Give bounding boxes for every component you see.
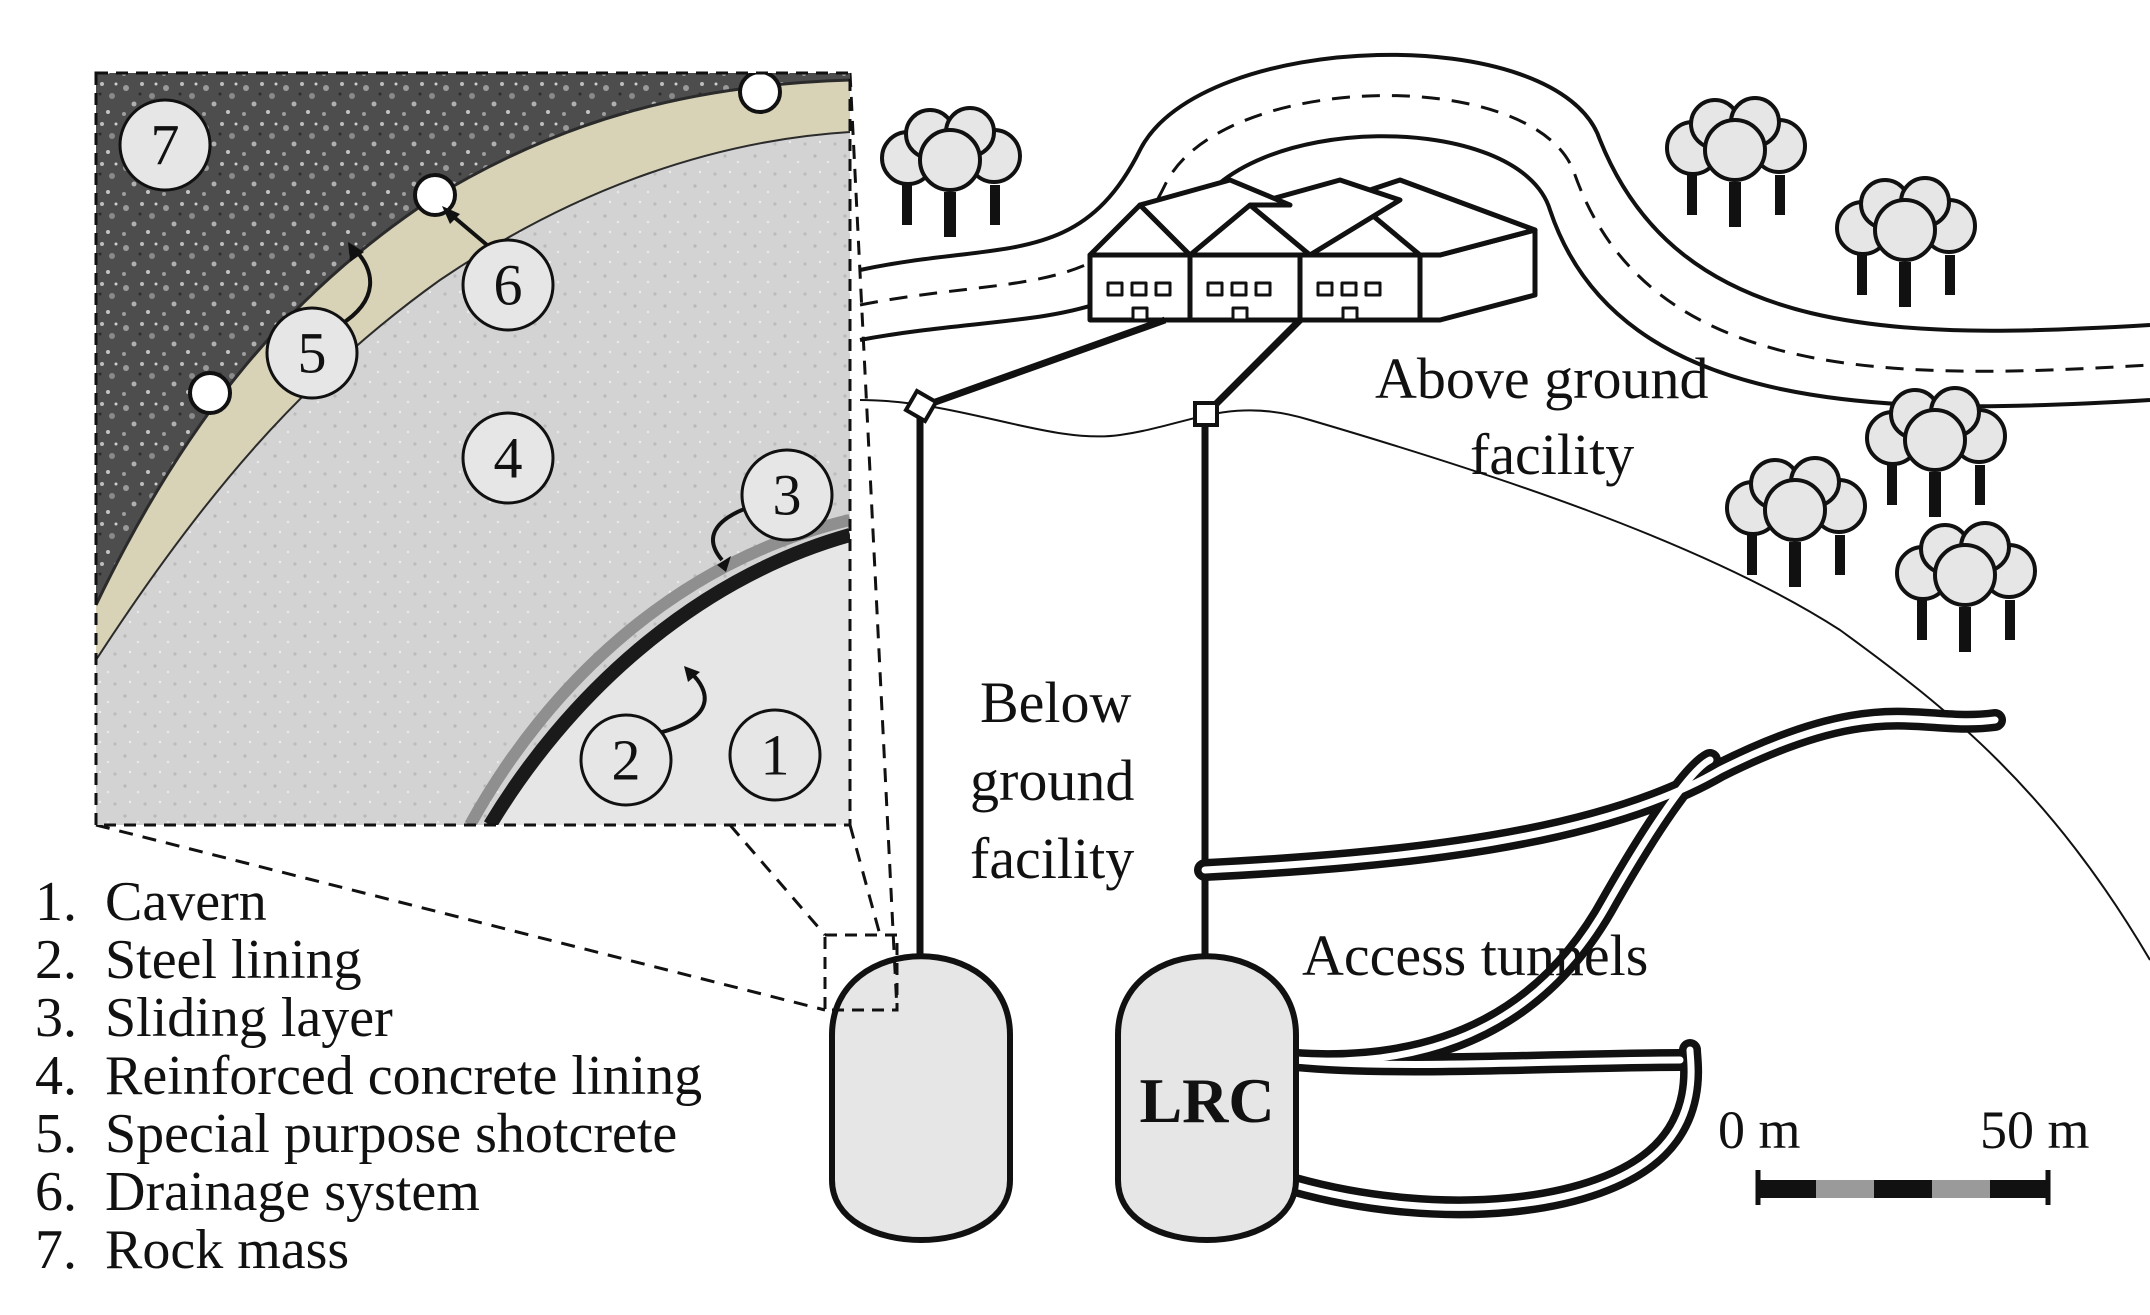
legend-item: 3. Sliding layer: [35, 987, 393, 1049]
number-3: 3: [773, 463, 802, 528]
legend-item: 5. Special purpose shotcrete: [35, 1103, 677, 1165]
zoom-connectors: [95, 72, 899, 1012]
scale-end-label: 50 m: [1980, 1100, 2090, 1160]
below-ground-label-line3: facility: [970, 826, 1134, 891]
above-ground-label-line1: Above ground: [1375, 346, 1708, 411]
tree-cluster: [1835, 176, 1977, 309]
legend-item: 2. Steel lining: [35, 929, 362, 991]
below-ground-label-line1: Below: [980, 670, 1132, 735]
shaft-head: [903, 388, 939, 424]
legend-item: 7. Rock mass: [35, 1219, 349, 1281]
shaft-head: [1193, 401, 1219, 427]
inset-frame: [94, 71, 852, 827]
scale-bar: 0 m 50 m: [1718, 1100, 2090, 1205]
inset-number-markers: 7 6 5 4 3 2 1: [118, 98, 834, 807]
zoom-marker: [823, 933, 899, 1012]
tree-cluster: [1895, 521, 2037, 654]
number-5: 5: [298, 321, 327, 386]
legend-item: 1. Cavern: [35, 871, 267, 933]
number-6: 6: [494, 253, 523, 318]
access-tunnels: [1194, 707, 2006, 1219]
tree-cluster: [880, 106, 1022, 239]
lrc-label: LRC: [1139, 1065, 1274, 1136]
tree-cluster: [1725, 456, 1867, 589]
legend-item: 4. Reinforced concrete lining: [35, 1045, 702, 1107]
scale-start-label: 0 m: [1718, 1100, 1801, 1160]
number-2: 2: [612, 728, 641, 793]
legend: 1. Cavern 2. Steel lining 3. Sliding lay…: [35, 871, 702, 1281]
above-ground-label-line2: facility: [1470, 422, 1634, 487]
cavern-left: [829, 953, 1013, 1243]
below-ground-label-line2: ground: [970, 748, 1134, 813]
above-ground-buildings: [1087, 177, 1538, 323]
legend-item: 6. Drainage system: [35, 1161, 480, 1223]
cavern-lrc: [1115, 953, 1299, 1243]
number-7: 7: [151, 113, 180, 178]
access-tunnels-label: Access tunnels: [1302, 923, 1648, 988]
tree-cluster: [1665, 96, 1807, 229]
number-1: 1: [761, 723, 790, 788]
number-4: 4: [494, 426, 523, 491]
